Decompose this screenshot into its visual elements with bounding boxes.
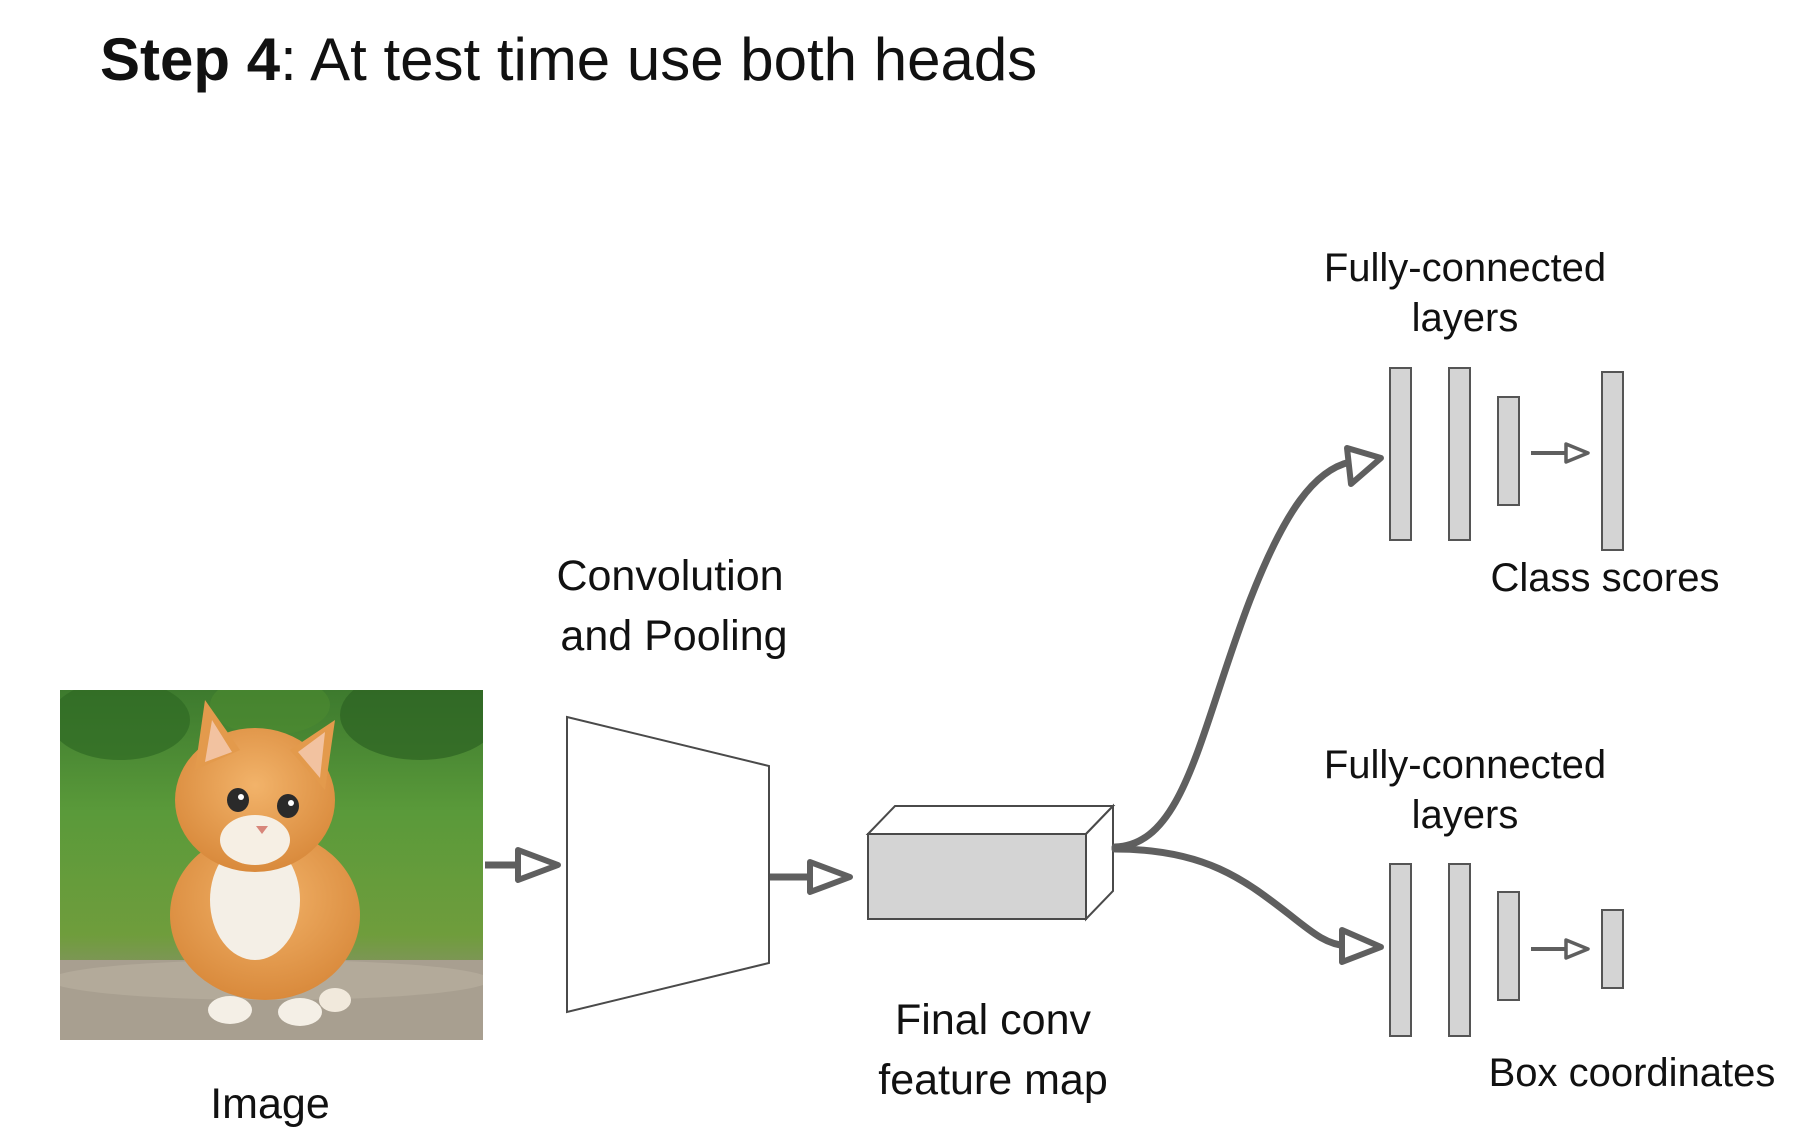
label-fc-bottom-line2: layers <box>1411 793 1519 837</box>
page-title: Step 4: At test time use both heads <box>100 24 1037 96</box>
class-scores-output <box>1601 371 1624 551</box>
label-class-scores: Class scores <box>1490 556 1720 600</box>
label-final-conv-feature-map: Final conv feature map <box>838 992 1148 1112</box>
arrow-feature-to-box-head <box>1111 845 1384 965</box>
label-convolution-pooling: Convolution and Pooling <box>510 548 830 668</box>
feature-map-block <box>865 803 1116 922</box>
arrow-feature-to-class-head <box>1111 445 1384 851</box>
label-feature-map: feature map <box>878 1056 1108 1104</box>
label-fc-bottom-line1: Fully-connected <box>1323 743 1607 787</box>
label-image: Image <box>210 1080 330 1128</box>
fc-layers-class-head <box>1389 367 1624 551</box>
label-final-conv: Final conv <box>895 996 1091 1044</box>
label-box-coordinates: Box coordinates <box>1488 1051 1776 1095</box>
label-fc-layers-bottom: Fully-connected layers <box>1290 740 1640 840</box>
label-fc-layers-top: Fully-connected layers <box>1290 243 1640 343</box>
label-fc-top-line2: layers <box>1411 296 1519 340</box>
label-fc-top-line1: Fully-connected <box>1323 246 1607 290</box>
arrow-conv-to-feature <box>770 859 853 895</box>
label-convolution: Convolution <box>556 552 784 600</box>
conv-pooling-block <box>566 715 770 1014</box>
kitten-photo-icon <box>60 690 483 1040</box>
title-step: Step 4 <box>100 26 281 93</box>
label-and-pooling: and Pooling <box>560 612 788 660</box>
arrow-image-to-conv <box>485 847 561 883</box>
fc-layers-box-head <box>1389 863 1624 1037</box>
title-text: : At test time use both heads <box>280 26 1038 93</box>
box-coordinates-output <box>1601 909 1624 989</box>
